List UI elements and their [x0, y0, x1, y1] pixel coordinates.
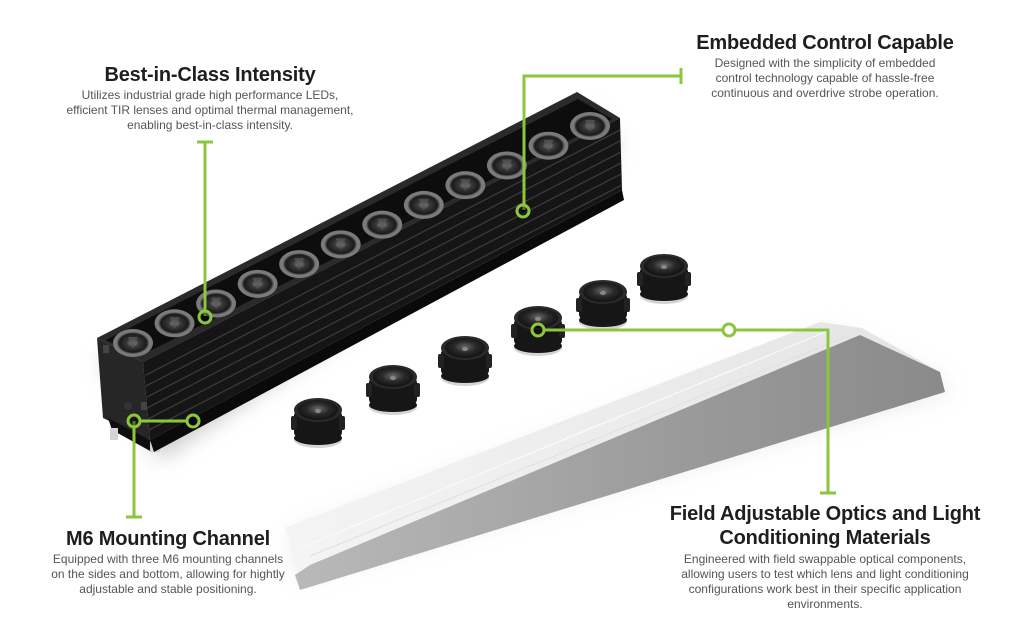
optics-target-ring-lens	[530, 322, 546, 338]
loose-lens	[366, 365, 420, 415]
callout-optics-line: environments.	[787, 597, 863, 611]
callout-intensity: Best-in-Class Intensity Utilizes industr…	[30, 64, 390, 133]
callout-mounting-title: M6 Mounting Channel	[66, 528, 270, 550]
callout-control-title: Embedded Control Capable	[696, 32, 954, 54]
callout-control-line: Designed with the simplicity of embedded	[714, 56, 936, 70]
intensity-target-ring	[197, 309, 213, 325]
loose-lens	[511, 306, 565, 356]
mounted-lens	[528, 131, 569, 160]
loose-lens	[291, 398, 345, 448]
loose-lens-group	[291, 254, 691, 448]
mounted-lens	[570, 112, 610, 140]
callout-intensity-title: Best-in-Class Intensity	[104, 64, 316, 86]
callout-control: Embedded Control Capable Designed with t…	[660, 32, 990, 101]
callout-mounting: M6 Mounting Channel Equipped with three …	[18, 528, 318, 597]
callout-optics-body: Engineered with field swappable optical …	[640, 552, 1010, 612]
mounted-lens	[154, 309, 195, 338]
mounting-target-ring-right	[185, 413, 201, 429]
mounted-lens-row	[113, 112, 610, 357]
callout-optics-line: Engineered with field swappable optical …	[683, 552, 967, 566]
callout-mounting-line: adjustable and stable positioning.	[79, 582, 257, 596]
callout-mounting-line: on the sides and bottom, allowing for hi…	[51, 567, 285, 581]
callout-mounting-body: Equipped with three M6 mounting channels…	[18, 552, 318, 597]
loose-lens	[637, 254, 691, 304]
callout-intensity-line: Utilizes industrial grade high performan…	[81, 88, 339, 102]
callout-intensity-line: enabling best-in-class intensity.	[127, 118, 293, 132]
callout-optics-line: configurations work best in their specif…	[688, 582, 962, 596]
mounted-lens	[113, 329, 153, 357]
optics-leader-line	[736, 328, 830, 493]
callout-optics: Field Adjustable Optics and Light Condit…	[640, 502, 1010, 612]
mounted-lens	[445, 171, 486, 200]
diffuser-sheet	[285, 322, 950, 590]
callout-optics-title-line: Conditioning Materials	[719, 527, 931, 549]
mounted-lens	[320, 230, 361, 259]
mounting-target-ring-left	[126, 413, 142, 429]
mounted-lens	[486, 151, 527, 180]
mounted-lens	[362, 210, 403, 239]
callout-control-line: continuous and overdrive strobe operatio…	[711, 86, 939, 100]
loose-lens	[438, 336, 492, 386]
control-leader-line	[522, 74, 681, 210]
mounted-lens	[237, 269, 278, 298]
callout-mounting-line: Equipped with three M6 mounting channels	[52, 552, 284, 566]
callout-control-line: control technology capable of hassle-fre…	[715, 71, 935, 85]
callout-optics-line: allowing users to test which lens and li…	[681, 567, 969, 581]
callout-intensity-line: efficient TIR lenses and optimal thermal…	[66, 103, 354, 117]
mounted-lens	[403, 190, 444, 219]
callout-connectors	[126, 68, 836, 519]
callout-intensity-body: Utilizes industrial grade high performan…	[30, 88, 390, 133]
optics-target-ring-sheet	[721, 322, 737, 338]
callout-optics-title: Field Adjustable Optics and Light Condit…	[640, 502, 1010, 550]
callout-control-body: Designed with the simplicity of embedded…	[660, 56, 990, 101]
callout-optics-title-line: Field Adjustable Optics and Light	[669, 503, 981, 525]
mounted-lens	[279, 250, 320, 279]
loose-lens	[576, 280, 630, 330]
control-target-ring	[515, 203, 531, 219]
